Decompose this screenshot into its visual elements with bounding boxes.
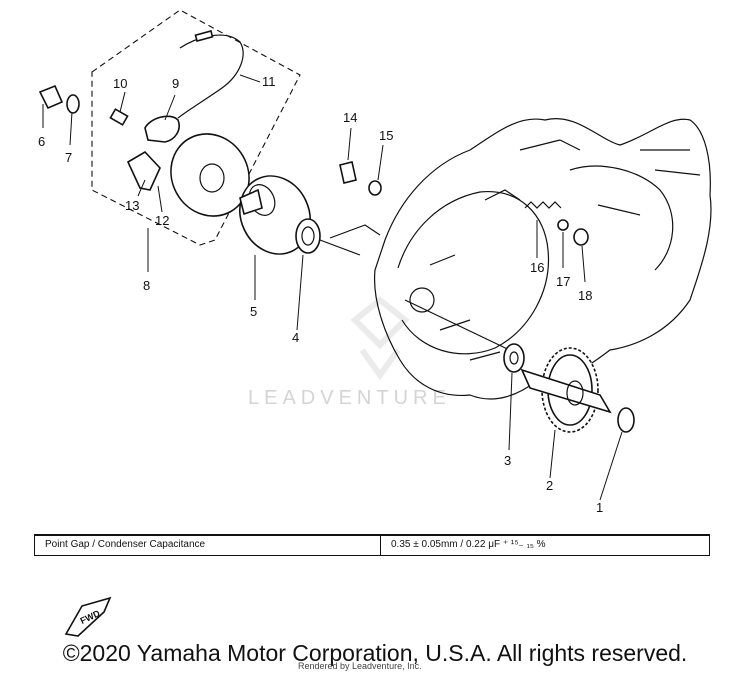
spring — [524, 201, 562, 209]
callout-6: 6 — [38, 134, 45, 149]
screw-14 — [339, 161, 357, 184]
thrust-washer — [503, 343, 525, 373]
callout-3: 3 — [504, 453, 511, 468]
oil-seal — [295, 218, 321, 254]
spec-label: Point Gap / Condenser Capacitance — [35, 536, 381, 555]
spec-value: 0.35 ± 0.05mm / 0.22 μF ⁺ ¹⁵₋ ₁₅ % — [391, 539, 546, 550]
leader-lines — [42, 74, 623, 501]
base-plate-hole — [199, 163, 225, 193]
ball — [557, 219, 569, 231]
watermark-text: LEADVENTURE — [248, 387, 451, 409]
fwd-arrow-icon: FWD — [64, 596, 112, 637]
callout-11: 11 — [262, 74, 276, 89]
contact-breaker — [144, 115, 180, 143]
callout-18: 18 — [578, 288, 592, 303]
watermark-logo — [350, 296, 410, 381]
callout-13: 13 — [125, 198, 139, 213]
callout-14: 14 — [343, 110, 357, 125]
callout-5: 5 — [250, 304, 257, 319]
base-plate — [170, 133, 250, 217]
callout-10: 10 — [113, 76, 127, 91]
callout-4: 4 — [292, 330, 299, 345]
shaft-axis — [319, 239, 521, 356]
screw-10 — [109, 108, 129, 126]
wire-connector — [194, 30, 214, 42]
callout-2: 2 — [546, 478, 553, 493]
seal-guide — [329, 224, 381, 239]
lead-wire — [177, 34, 244, 119]
gear — [520, 347, 612, 433]
callout-8: 8 — [143, 278, 150, 293]
callout-15: 15 — [379, 128, 393, 143]
washer-7 — [66, 94, 80, 114]
washer-15 — [368, 180, 382, 196]
cap — [573, 228, 589, 246]
rendered-by-text: Rendered by Leadventure, Inc. — [298, 661, 422, 671]
washer-1 — [617, 407, 635, 433]
callout-17: 17 — [556, 274, 570, 289]
callout-1: 1 — [596, 500, 603, 515]
spec-table: Point Gap / Condenser Capacitance 0.35 ±… — [34, 534, 710, 556]
callout-7: 7 — [65, 150, 72, 165]
callout-12: 12 — [155, 213, 169, 228]
callout-labels: 1 2 3 4 5 6 7 8 9 10 11 12 13 14 15 16 1… — [38, 74, 603, 515]
crankcase-cover — [373, 118, 712, 400]
callout-16: 16 — [530, 260, 544, 275]
condenser — [126, 150, 161, 191]
callout-9: 9 — [172, 76, 179, 91]
bolt-6 — [38, 84, 64, 110]
copyright-notice: ©2020 Yamaha Motor Corporation, U.S.A. A… — [62, 640, 688, 666]
